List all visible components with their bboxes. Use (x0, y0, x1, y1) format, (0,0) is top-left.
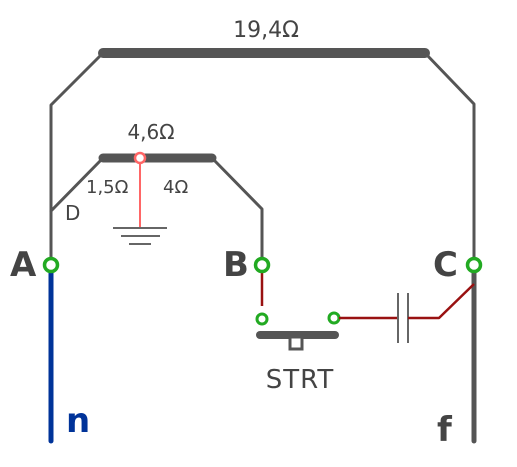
node-c-marker (465, 256, 483, 274)
outer-wire-right (423, 51, 476, 265)
node-b-label: B (223, 245, 249, 285)
node-c-label: C (433, 245, 458, 285)
neutral-terminal-label: n (66, 401, 90, 441)
start-switch-label: STRT (266, 365, 334, 395)
outer-wire-left (49, 51, 105, 265)
node-b-marker (253, 256, 271, 274)
point-d-label: D (65, 201, 80, 225)
start-switch-stem (288, 335, 304, 351)
inner-wire-right (210, 156, 264, 265)
tap-point (133, 151, 147, 165)
resistor-part-2-label: 4Ω (163, 177, 188, 198)
node-a-marker (42, 256, 60, 274)
inner-wire-left (49, 156, 105, 213)
capacitor-icon (397, 293, 409, 343)
node-a-label: A (10, 245, 37, 285)
resistor-part-1-label: 1,5Ω (86, 177, 129, 198)
phase-terminal-label: f (437, 410, 453, 450)
switch-right-contact (327, 311, 341, 325)
resistor-middle-label: 4,6Ω (127, 120, 174, 144)
resistor-top-label: 19,4Ω (233, 18, 299, 43)
switch-left-contact (255, 312, 269, 326)
ground-icon (113, 227, 167, 245)
start-wire-capacitor-right (408, 283, 475, 320)
